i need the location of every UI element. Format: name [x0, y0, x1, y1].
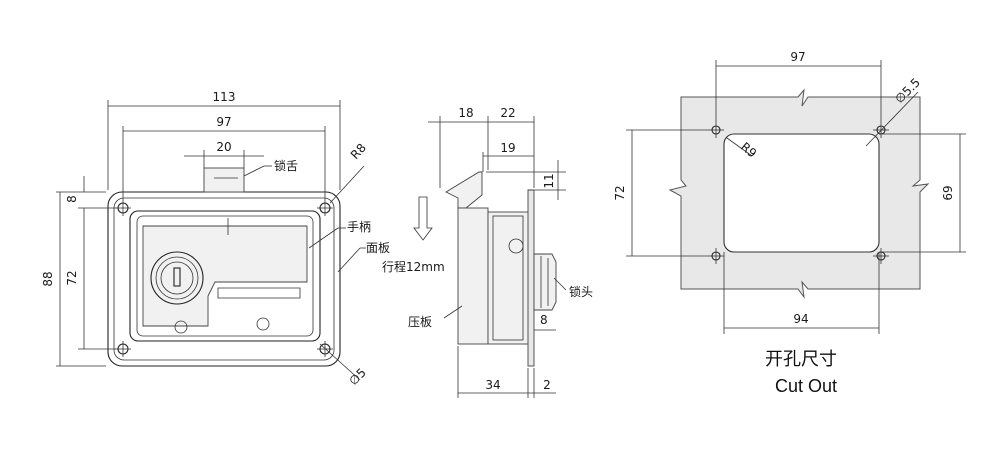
mounting-holes — [115, 200, 333, 357]
dim-hole-dia-front-text: ∅5 — [346, 365, 369, 388]
dim-11: 11 — [486, 160, 566, 200]
dim-22-text: 22 — [500, 106, 515, 120]
key-slot-icon — [173, 267, 181, 287]
dim-69-cutout: 69 — [879, 133, 966, 253]
dim-8-side-text: 8 — [540, 313, 548, 327]
dim-97-front-text: 97 — [216, 115, 231, 129]
dim-8-front: 8 — [65, 176, 85, 203]
handle-shape — [142, 225, 308, 327]
dim-34-2: 34 2 — [457, 346, 556, 398]
dim-8-front-text: 8 — [65, 195, 79, 203]
cylinder-head — [533, 253, 557, 311]
dim-72-cutout-text: 72 — [613, 185, 627, 200]
dim-19: 19 — [482, 141, 534, 172]
small-rivet-2 — [174, 320, 188, 334]
dim-113: 113 — [107, 90, 341, 190]
lock-body — [487, 211, 529, 345]
caption-cn: 开孔尺寸 — [765, 349, 837, 370]
label-tongue: 锁舌 — [274, 158, 298, 173]
dim-69-cutout-text: 69 — [941, 185, 955, 200]
lock-cylinder-core — [160, 261, 194, 295]
dim-97-cutout-text: 97 — [790, 50, 805, 64]
label-face-plate: 面板 — [366, 241, 390, 255]
dim-72-front: 72 — [65, 207, 116, 350]
dim-88-text: 88 — [41, 271, 55, 286]
label-clamp-plate: 压板 — [408, 315, 432, 329]
dim-8-side: 8 — [534, 313, 556, 331]
label-cylinder: 锁头 — [569, 284, 593, 299]
dim-34-text: 34 — [485, 378, 500, 392]
handle-grip-slot — [217, 287, 301, 299]
lock-cylinder-outer — [150, 251, 204, 305]
dim-r8-text: R8 — [348, 141, 369, 162]
label-handle: 手柄 — [347, 220, 371, 234]
dim-19-text: 19 — [500, 141, 515, 155]
dim-18-text: 18 — [458, 106, 473, 120]
front-view: 113 97 20 锁舌 88 — [41, 90, 390, 388]
dim-20: 20 — [184, 140, 264, 168]
dim-88: 88 — [41, 191, 106, 367]
face-flange — [527, 189, 535, 367]
cutout-view: 97 94 72 69 R9 ∅5.5 开孔尺寸 Cu — [613, 50, 966, 396]
dim-113-text: 113 — [213, 90, 236, 104]
dim-2-text: 2 — [543, 378, 551, 392]
dim-97-front: 97 — [122, 115, 326, 200]
dim-11-text: 11 — [542, 173, 556, 188]
caption-en: Cut Out — [775, 376, 837, 396]
dim-94-cutout-text: 94 — [793, 312, 808, 326]
side-screw — [508, 238, 524, 254]
small-rivet — [256, 317, 270, 331]
label-stroke: 行程12mm — [382, 259, 445, 274]
dim-18-22: 18 22 — [428, 106, 535, 188]
clamp-plate — [457, 207, 489, 345]
tongue-block — [203, 167, 245, 193]
lock-cylinder-ring — [155, 256, 199, 300]
cutout-opening — [723, 133, 880, 253]
side-view: 行程12mm 压板 锁头 18 22 — [382, 106, 593, 398]
lock-body-inner — [492, 215, 524, 341]
face-plate-inner-edge — [113, 197, 335, 361]
dim-72-cutout: 72 — [613, 129, 708, 257]
recess-outline — [129, 210, 321, 342]
tongue-wedge — [445, 171, 483, 209]
dim-97-cutout: 97 — [715, 50, 882, 122]
stroke-arrow-icon — [413, 196, 433, 241]
recess-inner — [136, 215, 314, 337]
dim-94-cutout: 94 — [723, 252, 880, 334]
dim-72-front-text: 72 — [65, 270, 79, 285]
dim-20-text: 20 — [216, 140, 231, 154]
